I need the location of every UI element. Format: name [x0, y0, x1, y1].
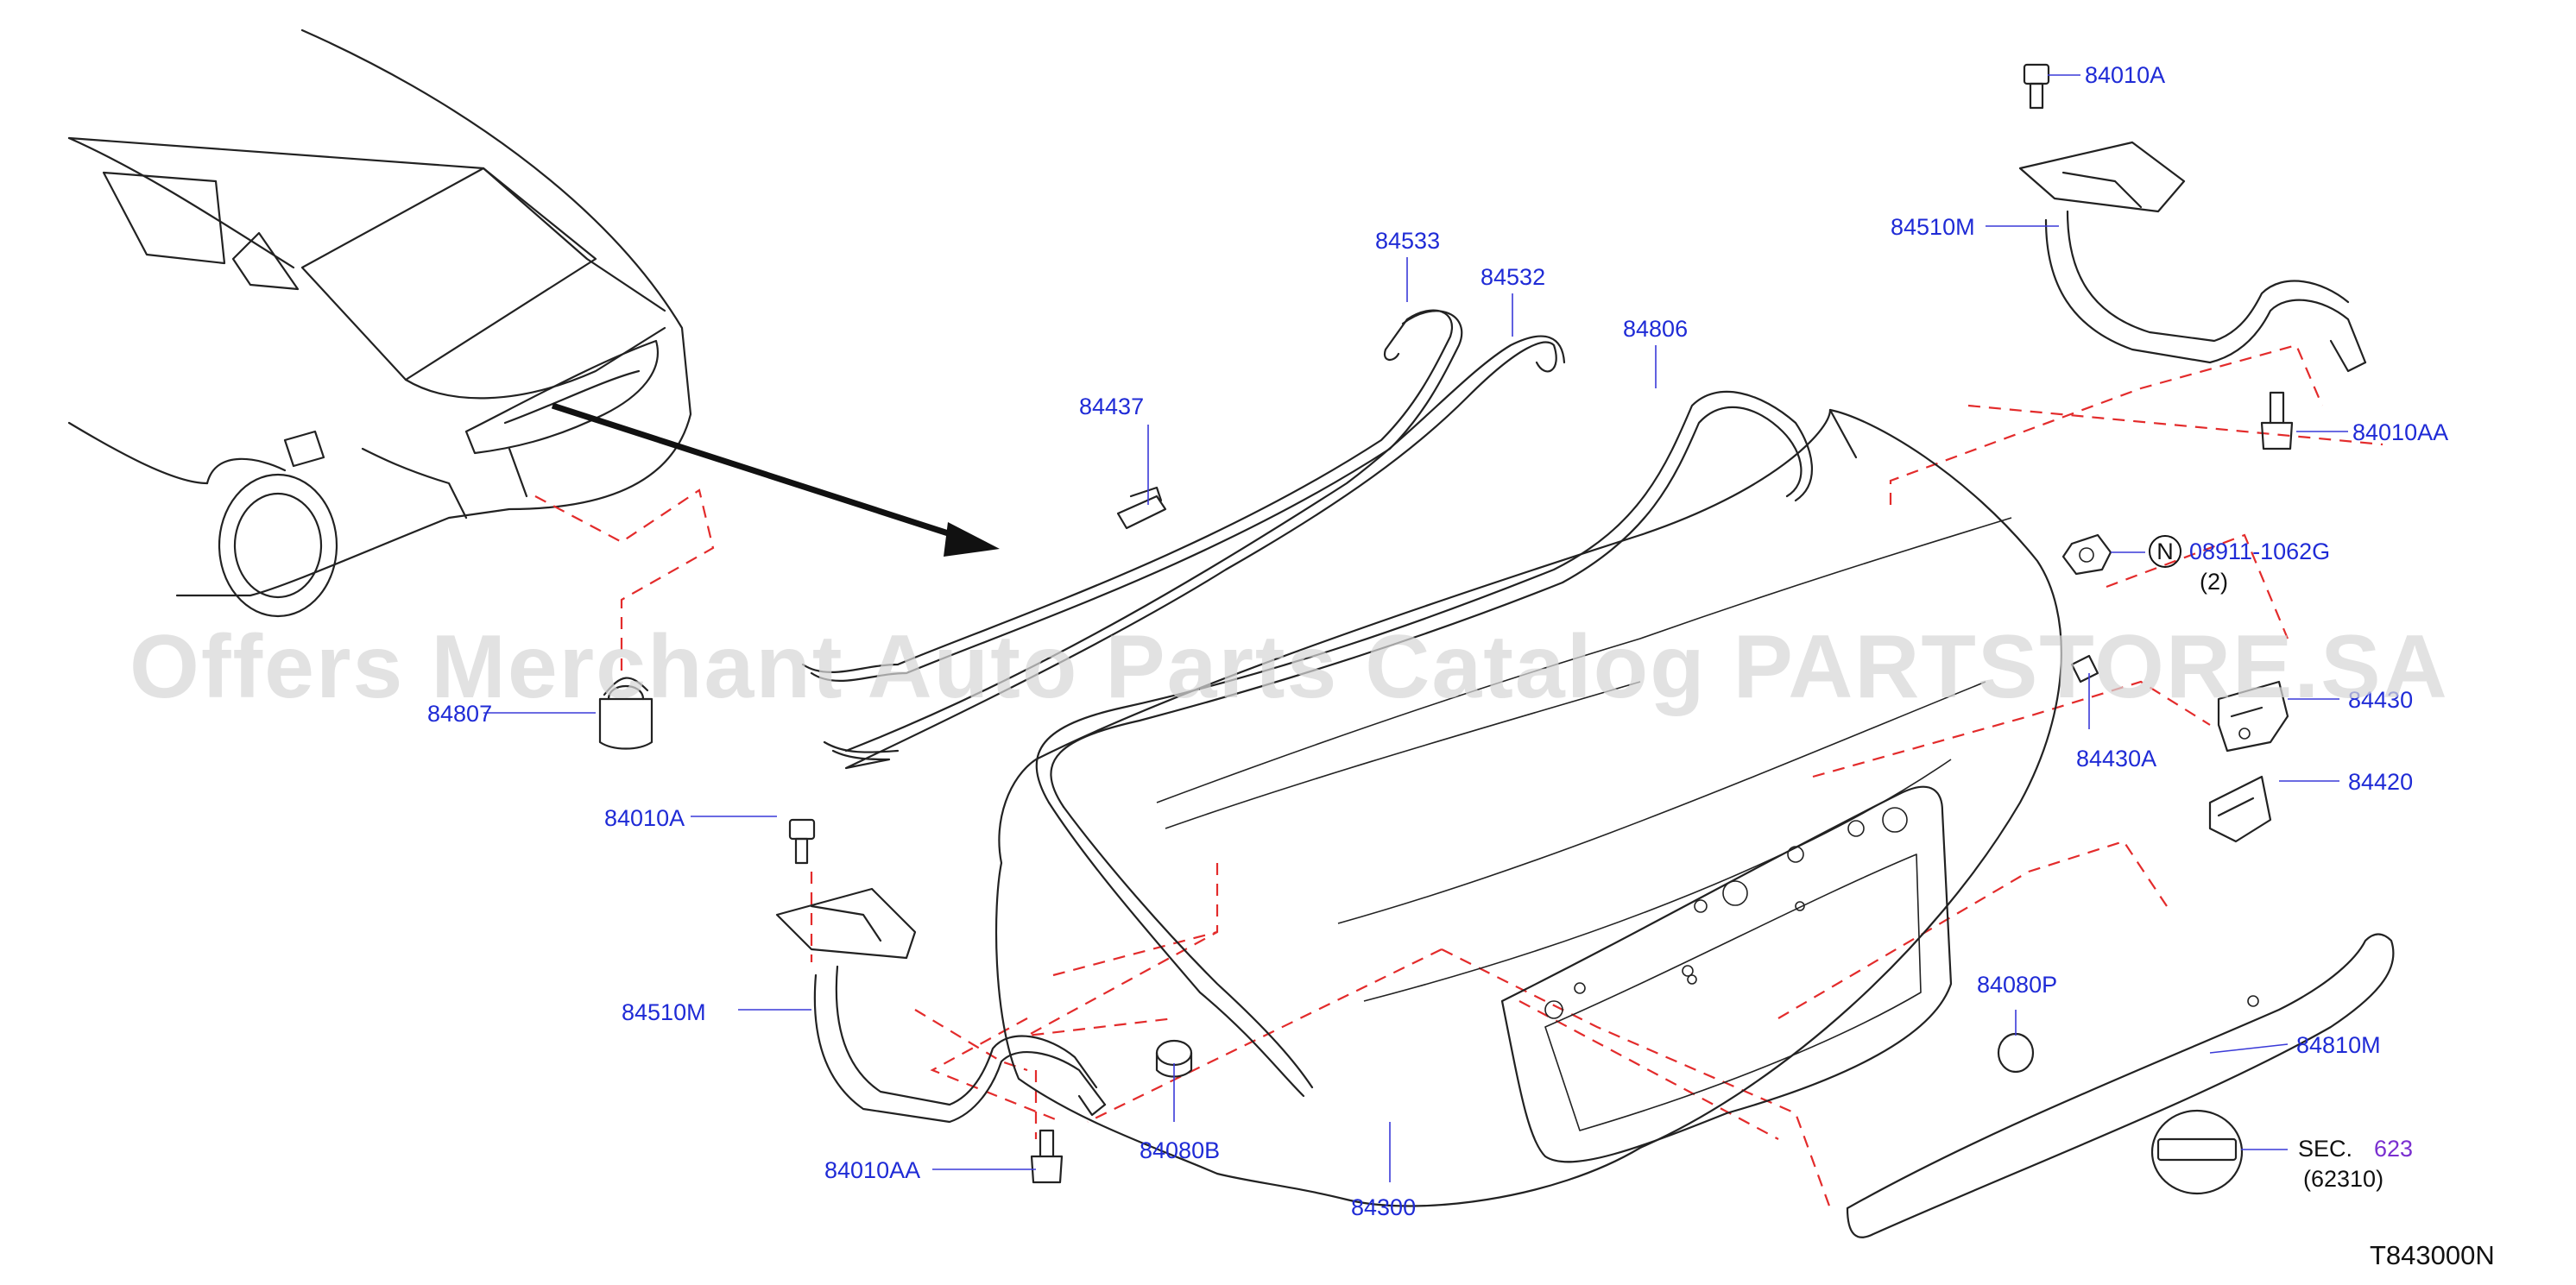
n-marker: N [2156, 539, 2174, 564]
callout-arrow [551, 402, 1000, 557]
label-84420[interactable]: 84420 [2348, 769, 2413, 795]
nut-08911 [2061, 533, 2112, 576]
label-84010AA-right[interactable]: 84010AA [2352, 419, 2448, 445]
clip-84437 [1116, 425, 1167, 530]
torsion-bars [801, 309, 1566, 770]
bolt-84010A-right [2023, 63, 2050, 110]
hinge-right-84510M [2018, 141, 2367, 373]
label-84430[interactable]: 84430 [2348, 687, 2413, 713]
label-84437[interactable]: 84437 [1079, 394, 1144, 419]
striker-84420 [2208, 775, 2272, 843]
diagram-code: T843000N [2370, 1240, 2495, 1270]
lock-84430 [2217, 680, 2289, 753]
label-84430A[interactable]: 84430A [2076, 746, 2156, 772]
label-sec-62310: (62310) [2303, 1166, 2383, 1192]
label-84510M-left[interactable]: 84510M [622, 999, 706, 1025]
label-sec-623[interactable]: 623 [2374, 1136, 2413, 1162]
bumper-stopper-84807 [598, 677, 653, 750]
label-84810M[interactable]: 84810M [2296, 1032, 2381, 1058]
label-84300[interactable]: 84300 [1351, 1194, 1416, 1220]
part-labels: 84010A 84510M 84010AA 84533 84532 84806 … [427, 62, 2448, 1220]
label-84010AA-left[interactable]: 84010AA [824, 1157, 920, 1183]
leader-lines [483, 74, 2348, 1182]
hinge-left-84510M [775, 818, 1107, 1124]
emblem [2150, 1109, 2244, 1195]
label-84080B[interactable]: 84080B [1140, 1137, 1220, 1163]
label-84080P[interactable]: 84080P [1977, 972, 2057, 998]
label-84533[interactable]: 84533 [1375, 228, 1440, 254]
finisher-84810M [1846, 933, 2395, 1238]
nut-84430A [2070, 654, 2099, 683]
weatherstrip-84806 [1035, 390, 1814, 1098]
label-84807[interactable]: 84807 [427, 701, 492, 727]
bolt-84010AA-right [2260, 391, 2294, 450]
label-84806[interactable]: 84806 [1623, 316, 1688, 342]
n-marker-circle [2149, 535, 2181, 568]
vehicle-rear-view [67, 28, 692, 618]
bolt-84010AA-left [1030, 1129, 1064, 1184]
watermark: Offers Merchant Auto Parts Catalog PARTS… [129, 617, 2449, 717]
label-84532[interactable]: 84532 [1481, 264, 1545, 290]
trunk-lid-84300 [994, 408, 2062, 1207]
label-84510M-right[interactable]: 84510M [1891, 214, 1975, 240]
label-08911-qty: (2) [2200, 569, 2228, 595]
label-sec-prefix: SEC. [2298, 1136, 2352, 1162]
label-84010A-left[interactable]: 84010A [604, 805, 685, 831]
dashed-guide-lines [534, 343, 2383, 1209]
plug-84080P [1997, 1032, 2035, 1074]
label-08911-1062G[interactable]: 08911-1062G [2189, 539, 2330, 564]
label-84010A-top[interactable]: 84010A [2085, 62, 2165, 88]
